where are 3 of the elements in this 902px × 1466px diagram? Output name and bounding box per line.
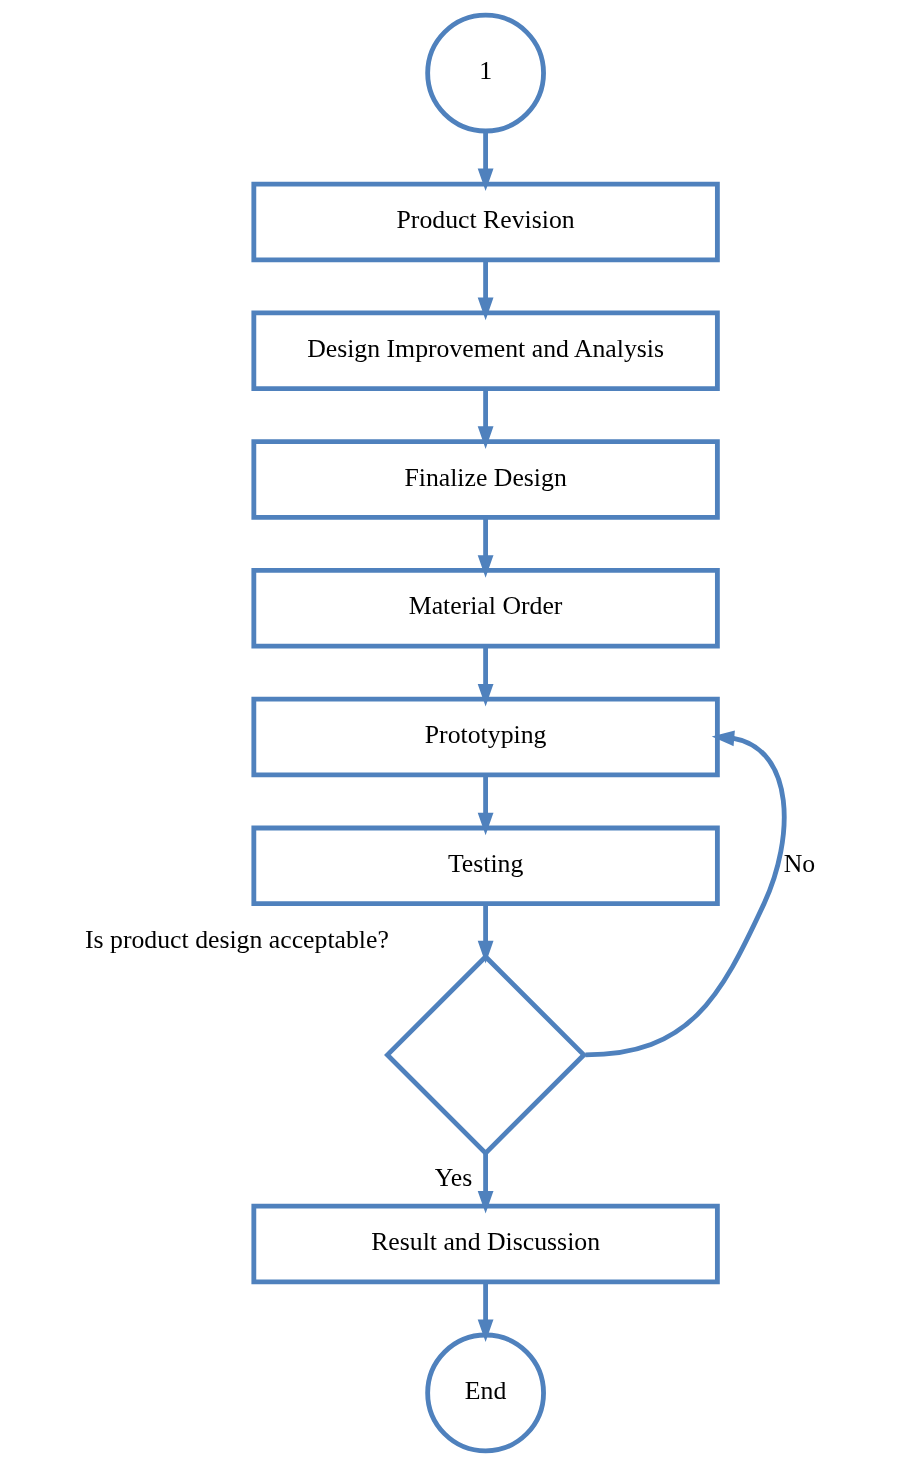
edge-label: Yes (434, 1163, 473, 1193)
edge-label: No (783, 848, 816, 878)
node-label: Is product design acceptable? (85, 925, 389, 955)
